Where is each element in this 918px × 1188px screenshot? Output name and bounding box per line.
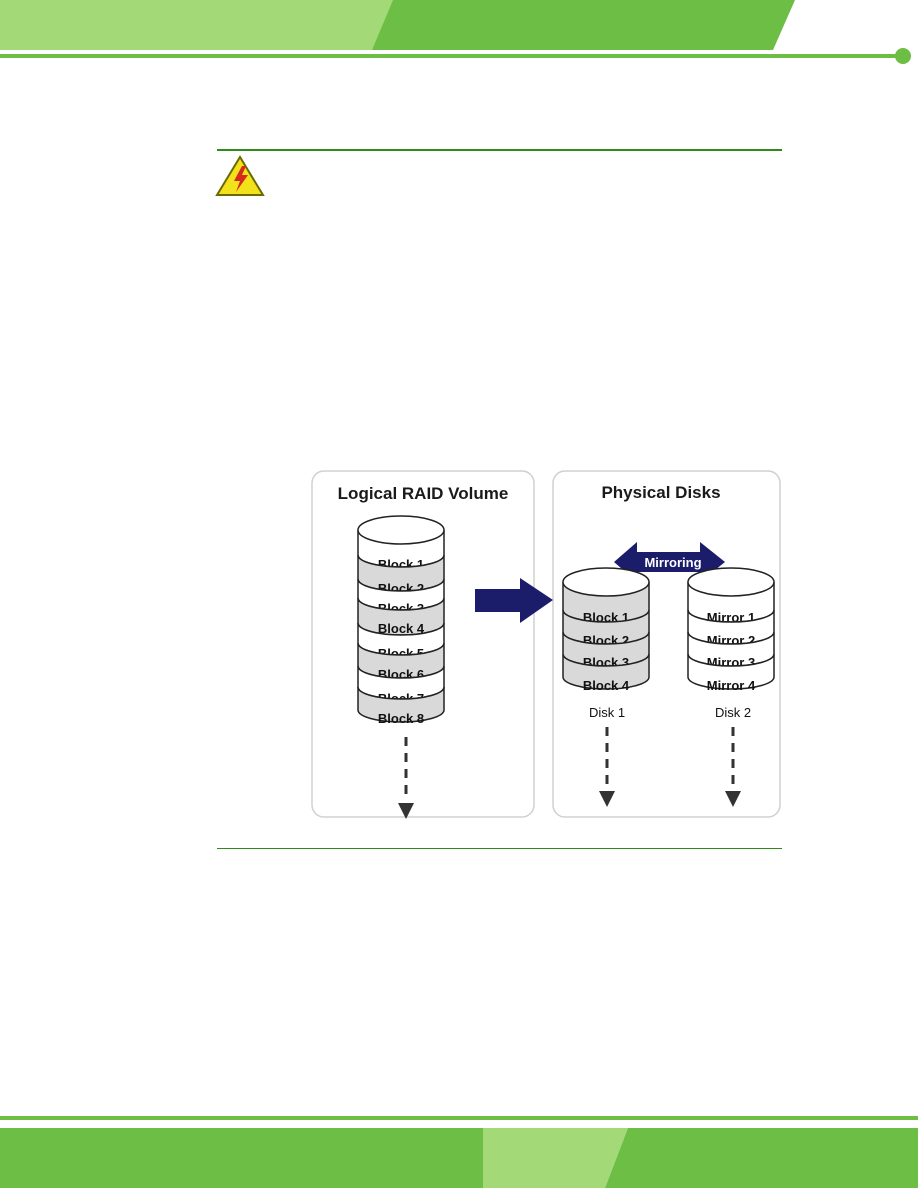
logical-volume-title: Logical RAID Volume	[338, 484, 509, 503]
logical-segment: Block 8	[357, 686, 445, 726]
logical-cylinder-top	[357, 515, 445, 545]
mirroring-label: Mirroring	[644, 555, 701, 570]
dot-icon	[895, 48, 911, 64]
page-footer	[0, 1116, 918, 1188]
disk1-continuation-arrowhead	[599, 791, 615, 807]
footer-rule	[0, 1116, 918, 1120]
raid-mapping-arrow	[475, 578, 553, 623]
header-rule	[0, 54, 900, 58]
disk1-cylinder: Block 1 Block 2 Block 3 Block 4	[562, 567, 650, 693]
disk2-continuation-arrowhead	[725, 791, 741, 807]
note-bottom-rule	[217, 848, 782, 849]
physical-disks-panel	[552, 470, 781, 818]
disk2-top	[687, 567, 775, 597]
logical-continuation-arrowhead	[398, 803, 414, 819]
disk1-top	[562, 567, 650, 597]
logical-volume-cylinder: Block 1 Block 2 Block 3 Block 4 Block 5 …	[357, 515, 445, 726]
disk1-segment	[562, 653, 650, 690]
raid1-diagram: Logical RAID Volume Physical Disks Block…	[311, 470, 781, 819]
disk1-block-label: Block 4	[583, 678, 630, 693]
footer-light-band	[483, 1128, 628, 1188]
physical-disks-title: Physical Disks	[601, 483, 720, 502]
logical-block-label: Block 4	[378, 621, 425, 636]
mirroring-arrow: Mirroring	[614, 542, 725, 582]
footer-left-band	[0, 1128, 485, 1188]
disk1-label: Disk 1	[589, 705, 625, 720]
disk2-label: Disk 2	[715, 705, 751, 720]
header-light-band	[0, 0, 395, 50]
note-top-rule	[217, 149, 782, 151]
page-header	[0, 0, 911, 64]
logical-block-label: Block 8	[378, 711, 424, 726]
disk2-block-label: Mirror 4	[707, 678, 756, 693]
footer-right-band	[605, 1128, 918, 1188]
disk2-segment	[687, 653, 775, 690]
warning-icon	[215, 155, 265, 196]
disk2-cylinder: Mirror 1 Mirror 2 Mirror 3 Mirror 4	[687, 567, 775, 693]
header-dark-band	[372, 0, 795, 50]
